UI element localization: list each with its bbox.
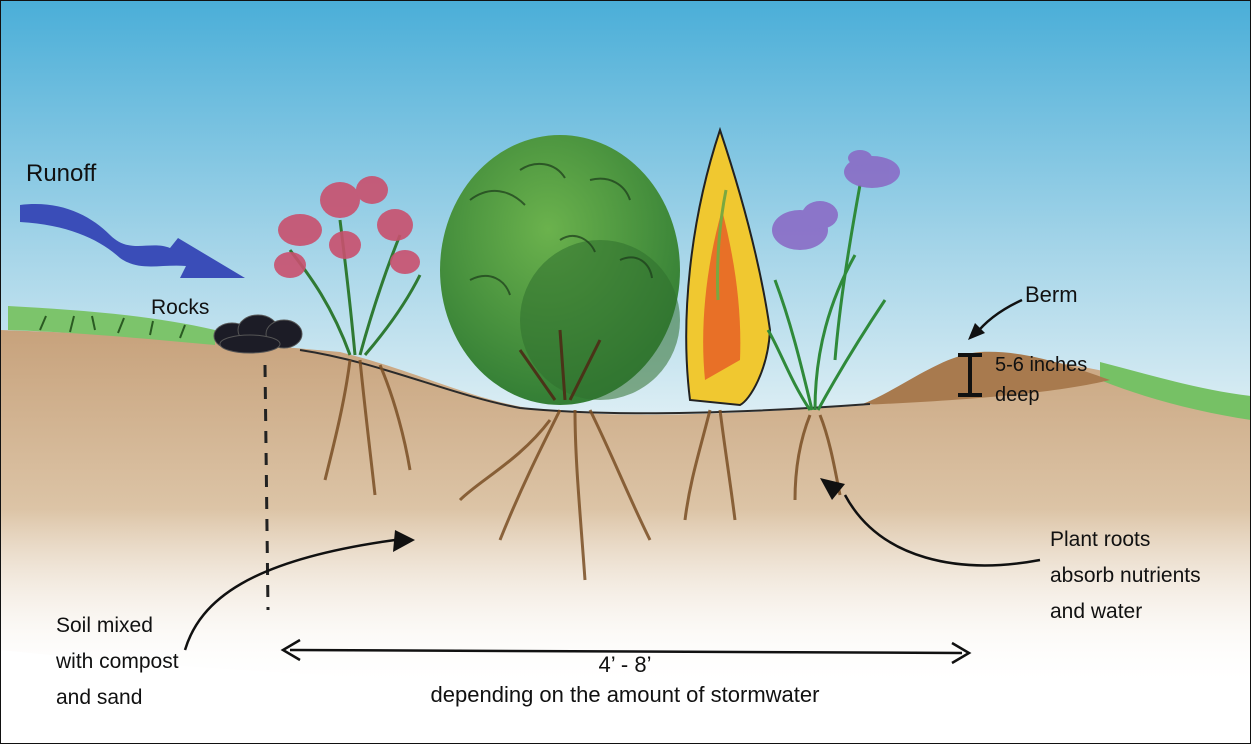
shrub-icon — [440, 135, 680, 405]
roots-label-line3: and water — [1050, 594, 1201, 630]
berm-label: Berm — [1025, 282, 1078, 308]
rocks-label: Rocks — [151, 296, 209, 320]
roots-label-line2: absorb nutrients — [1050, 558, 1201, 594]
width-label-range: 4’ - 8’ — [390, 650, 860, 680]
width-label: 4’ - 8’ depending on the amount of storm… — [390, 650, 860, 710]
runoff-label: Runoff — [26, 160, 96, 188]
soil-label-line2: with compost — [56, 644, 179, 680]
soil-label-line3: and sand — [56, 680, 179, 716]
depth-label-line1: 5-6 inches — [995, 350, 1087, 380]
roots-label-line1: Plant roots — [1050, 522, 1201, 558]
width-label-note: depending on the amount of stormwater — [390, 680, 860, 710]
roots-label: Plant roots absorb nutrients and water — [1050, 522, 1201, 630]
soil-label: Soil mixed with compost and sand — [56, 608, 179, 716]
depth-label: 5-6 inches deep — [995, 350, 1087, 410]
soil-label-line1: Soil mixed — [56, 608, 179, 644]
depth-label-line2: deep — [995, 380, 1087, 410]
